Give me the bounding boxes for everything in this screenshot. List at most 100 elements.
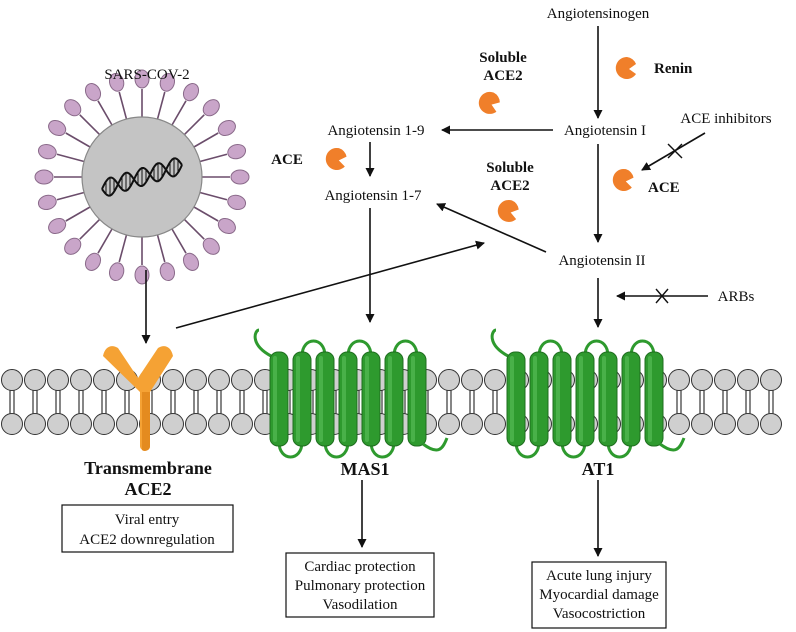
helix (644, 351, 664, 447)
lipid-head (70, 369, 92, 391)
ace-inhibitors-label: ACE inhibitors (680, 111, 771, 127)
ace2-effect-2: ACE2 downregulation (79, 532, 215, 548)
ace-right-enzyme (611, 167, 635, 193)
ace2-effects-box: Viral entry ACE2 downregulation (61, 504, 234, 553)
spike-protein (48, 119, 67, 137)
spike-protein (182, 252, 200, 271)
helix (384, 351, 404, 447)
spike-protein (48, 217, 67, 235)
angiotensin-1-label: Angiotensin I (564, 123, 646, 139)
helix (575, 351, 595, 447)
ace-left-enzyme (324, 146, 348, 172)
soluble-ace2-mid-enzyme (495, 197, 521, 224)
lipid-head (438, 413, 460, 435)
helix (315, 351, 335, 447)
lipid-head (668, 369, 690, 391)
helix (506, 351, 526, 447)
lipid-head (162, 413, 184, 435)
soluble-ace2-mid-label-1: Soluble (486, 160, 534, 176)
lipid-head (1, 369, 23, 391)
spike-protein (84, 83, 102, 102)
spike-protein (202, 237, 220, 255)
soluble-ace2-top-label-1: Soluble (479, 50, 527, 66)
helix (529, 351, 549, 447)
spike-protein (64, 99, 82, 117)
sars-cov-2-virus (34, 69, 250, 285)
transmembrane-label: Transmembrane (84, 458, 212, 478)
arrow-ace-inhibitors (641, 132, 706, 171)
lipid-head (93, 369, 115, 391)
spike-protein (64, 237, 82, 255)
transmembrane-ace2-label: ACE2 (124, 479, 171, 499)
lipid-head (93, 413, 115, 435)
helix (621, 351, 641, 447)
lipid-head (47, 413, 69, 435)
lipid-head (760, 413, 782, 435)
arrow-ace2-to-ang2 (175, 240, 485, 329)
lipid-head (116, 413, 138, 435)
at1-effect-2: Myocardial damage (539, 587, 659, 603)
lipid-head (231, 369, 253, 391)
mas1-label: MAS1 (341, 459, 390, 479)
spike-protein (202, 99, 220, 117)
helix (552, 351, 572, 447)
lipid-head (668, 413, 690, 435)
mas1-effect-1: Cardiac protection (304, 559, 416, 575)
lipid-head (185, 369, 207, 391)
lipid-head (760, 369, 782, 391)
lipid-head (208, 413, 230, 435)
spike-protein (217, 119, 236, 137)
lipid-head (714, 413, 736, 435)
arbs-label: ARBs (718, 289, 755, 305)
renin-enzyme (615, 56, 636, 79)
spike-protein (159, 262, 176, 282)
lipid-head (484, 369, 506, 391)
lipid-head (24, 369, 46, 391)
lipid-head (1, 413, 23, 435)
helix (292, 351, 312, 447)
at1-effect-3: Vasocostriction (553, 606, 646, 622)
mas1-effect-3: Vasodilation (323, 597, 398, 613)
ace2-effect-1: Viral entry (115, 512, 180, 528)
spike-protein (227, 143, 247, 160)
mas1-receptor (253, 328, 449, 459)
soluble-ace2-top-enzyme (475, 88, 503, 117)
spike-protein (159, 72, 176, 92)
at1-effect-1: Acute lung injury (546, 568, 652, 584)
lipid-head (162, 369, 184, 391)
soluble-ace2-mid-label-2: ACE2 (490, 178, 529, 194)
spike-protein (37, 143, 57, 160)
spike-protein (227, 194, 247, 211)
angiotensinogen-label: Angiotensinogen (547, 6, 650, 22)
lipid-head (737, 369, 759, 391)
helix (269, 351, 289, 447)
rna-strand (101, 157, 183, 197)
lipid-head (461, 369, 483, 391)
lipid-head (47, 369, 69, 391)
ace-right-label: ACE (648, 180, 680, 196)
ace-left-label: ACE (271, 152, 303, 168)
mas1-effect-2: Pulmonary protection (295, 578, 426, 594)
helix (361, 351, 381, 447)
lipid-head (208, 369, 230, 391)
lipid-head (24, 413, 46, 435)
transmembrane-ace2-receptor (103, 346, 173, 451)
spike-protein (108, 262, 125, 282)
helix (338, 351, 358, 447)
spike-protein (217, 217, 236, 235)
ace-inhibitor-block-mark (667, 143, 683, 159)
lipid-head (461, 413, 483, 435)
at1-receptor (490, 328, 686, 459)
helix (407, 351, 427, 447)
lipid-head (691, 369, 713, 391)
lipid-head (70, 413, 92, 435)
spike-protein (134, 69, 150, 89)
lipid-head (691, 413, 713, 435)
lipid-head (185, 413, 207, 435)
lipid-head (714, 369, 736, 391)
helix (598, 351, 618, 447)
spike-protein (34, 169, 54, 185)
lipid-head (737, 413, 759, 435)
arrow-ang2-to-ang1-7 (436, 203, 547, 253)
